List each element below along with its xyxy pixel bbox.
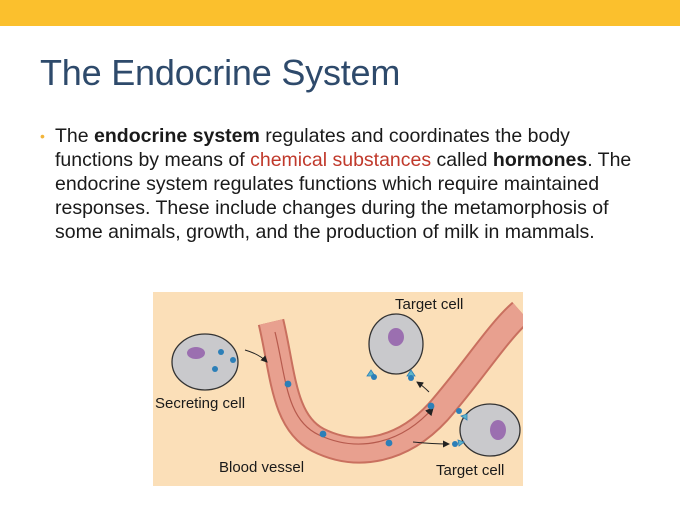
bold-term-endocrine-system: endocrine system — [94, 125, 260, 147]
bold-term-hormones: hormones — [492, 149, 588, 171]
label-target-cell-top: Target cell — [395, 296, 463, 313]
target-cell-bottom-nucleus — [490, 420, 506, 440]
hormone-dot — [427, 402, 435, 410]
hormone-dot — [212, 366, 218, 372]
receptor-icon — [457, 439, 465, 447]
uptake-arrow-top — [416, 381, 430, 393]
bullet-text: The endocrine system regulates and coord… — [55, 124, 650, 244]
blood-vessel — [259, 303, 523, 462]
secreting-cell-nucleus — [187, 347, 205, 359]
secretion-arrow — [244, 349, 268, 363]
label-blood-vessel: Blood vessel — [219, 459, 304, 476]
text-run: . The endocrine system regulates functio… — [55, 149, 632, 243]
text-run: called — [431, 149, 493, 171]
text-run: regulates and coordinates the body funct… — [55, 125, 570, 171]
top-accent-bar — [0, 0, 680, 26]
hormone-dot — [452, 441, 458, 447]
endocrine-diagram: Target cell Secreting cell Blood vessel … — [153, 292, 523, 486]
hormone-dot — [319, 430, 327, 438]
uptake-arrow-bottom — [412, 440, 450, 448]
slide-title: The Endocrine System — [40, 52, 401, 93]
bullet-dot-icon: • — [40, 128, 45, 144]
hormone-dot — [408, 375, 414, 381]
bullet-paragraph: • The endocrine system regulates and coo… — [40, 124, 650, 244]
hormone-dot — [218, 349, 224, 355]
highlight-chemical-substances: chemical substances — [250, 149, 432, 171]
hormone-dot — [284, 380, 292, 388]
hormone-dot — [230, 357, 236, 363]
secreting-cell — [171, 333, 239, 391]
receptor-icon — [460, 413, 468, 421]
endocrine-diagram-svg: Target cell Secreting cell Blood vessel … — [153, 292, 523, 486]
hormone-dot — [456, 408, 462, 414]
hormone-dot — [385, 439, 393, 447]
blood-flow-arrow — [274, 331, 434, 445]
label-target-cell-bottom: Target cell — [436, 462, 504, 479]
hormone-dot — [371, 374, 377, 380]
label-secreting-cell: Secreting cell — [155, 395, 245, 412]
text-run: The — [55, 125, 95, 147]
target-cell-top-nucleus — [388, 328, 404, 346]
